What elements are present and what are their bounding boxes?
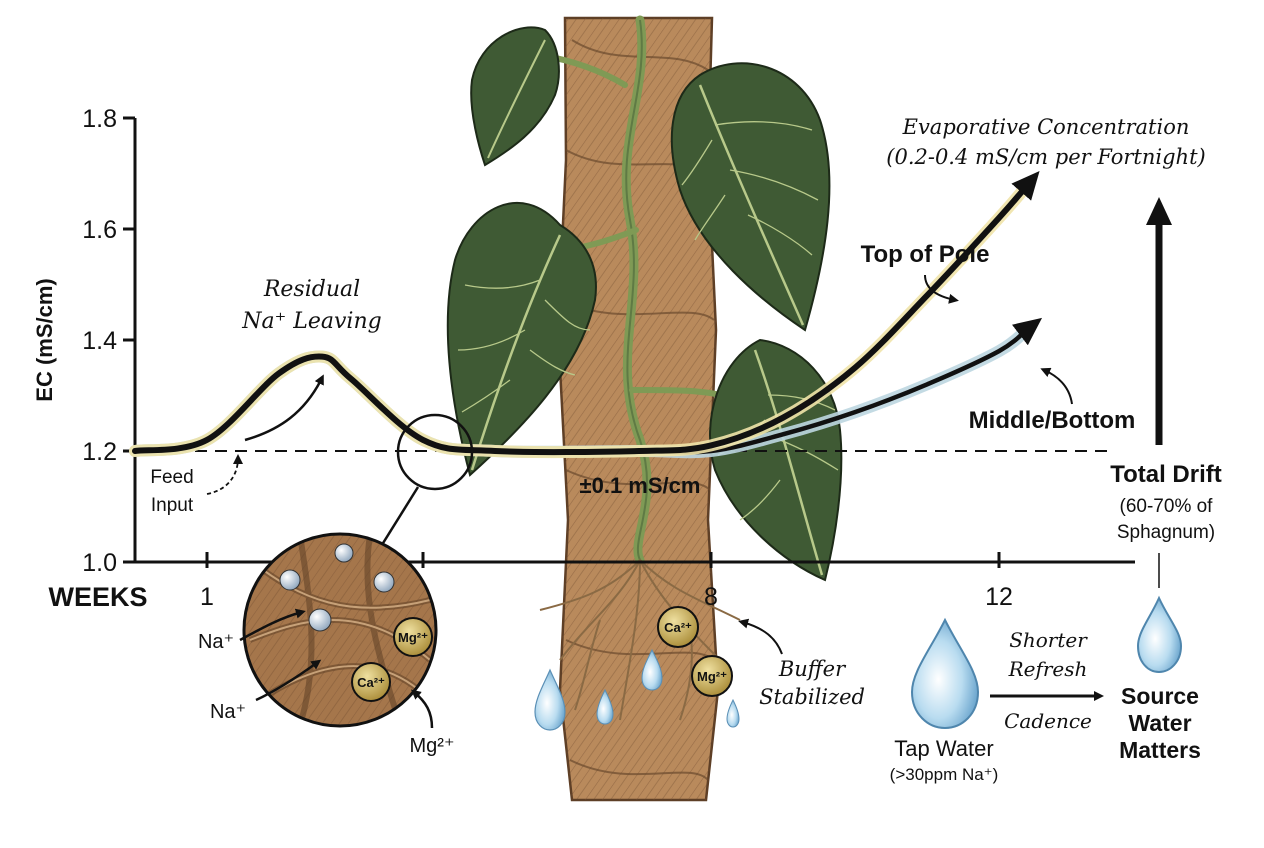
evap-label-line1: Evaporative Concentration	[902, 115, 1190, 139]
mag-ion-mg-label: Mg²⁺	[398, 630, 428, 645]
moss-pole	[556, 16, 720, 802]
source-label-line1: Source	[1121, 683, 1199, 709]
source-water-drop-icon	[1136, 595, 1183, 674]
buffer-label-line2: Stabilized	[759, 685, 865, 709]
refresh-label-line3: Cadence	[1004, 709, 1092, 733]
root-droplets	[534, 648, 740, 731]
leaf-mid-left	[446, 201, 597, 477]
source-label-line3: Matters	[1119, 737, 1201, 763]
total-drift-sub2: Sphagnum)	[1117, 522, 1215, 543]
feed-label-line1: Feed	[150, 467, 193, 488]
buffer-arrow	[738, 618, 783, 655]
tolerance-label: ±0.1 mS/cm	[580, 473, 701, 498]
residual-label-line2: Na⁺ Leaving	[241, 309, 381, 334]
refresh-label-line2: Refresh	[1008, 657, 1088, 681]
na-label-1: Na⁺	[198, 631, 234, 653]
magnifier-focus-ring	[396, 413, 474, 491]
x-axis-label: WEEKS	[48, 582, 147, 612]
x-tick-label: 1	[200, 583, 214, 611]
evap-label-line2: (0.2-0.4 mS/cm per Fortnight)	[886, 145, 1205, 169]
y-tick-label: 1.4	[82, 327, 117, 355]
middle-bottom-arrow	[1040, 367, 1073, 405]
y-tick-label: 1.8	[82, 105, 117, 133]
x-tick-label: 8	[704, 583, 718, 611]
root-ion-ca: Ca²⁺	[657, 606, 699, 648]
y-tick-label: 1.6	[82, 216, 117, 244]
total-drift-label: Total Drift	[1110, 461, 1222, 488]
y-axis-label: EC (mS/cm)	[32, 278, 57, 401]
y-ticks: 1.0 1.2 1.4 1.6 1.8	[82, 105, 135, 577]
tap-water-label: Tap Water	[894, 736, 993, 761]
top-of-pole-arrow	[924, 274, 959, 304]
feed-label-line2: Input	[151, 495, 194, 516]
tap-water-sub: (>30ppm Na⁺)	[890, 765, 999, 784]
mg-label: Mg²⁺	[410, 735, 455, 757]
buffer-label-line1: Buffer	[778, 657, 847, 681]
leaf-top-left	[470, 26, 560, 167]
y-tick-label: 1.2	[82, 438, 117, 466]
na-label-2: Na⁺	[210, 701, 246, 723]
na-arrow-1	[239, 608, 306, 642]
mg-arrow	[410, 689, 434, 729]
x-tick-label: 12	[985, 583, 1013, 611]
total-drift-sub1: (60-70% of	[1120, 496, 1214, 517]
root-ion-ca-label: Ca²⁺	[664, 620, 692, 635]
refresh-label-line1: Shorter	[1009, 628, 1088, 652]
y-tick-label: 1.0	[82, 549, 117, 577]
leaf-bottom-right	[709, 338, 843, 582]
top-of-pole-label: Top of Pole	[861, 241, 990, 268]
na-arrow-2	[255, 659, 322, 702]
magnifier-sphagnum-detail: Mg²⁺ Ca²⁺	[242, 532, 438, 728]
series-line-top-of-pole	[132, 170, 1040, 456]
residual-label-line1: Residual	[263, 277, 360, 302]
feed-arrow	[206, 454, 243, 495]
leaf-top-right	[670, 62, 831, 332]
series-layer	[129, 170, 1043, 459]
root-ion-mg: Mg²⁺	[691, 655, 733, 697]
source-label-line2: Water	[1128, 710, 1191, 736]
middle-bottom-label: Middle/Bottom	[969, 407, 1136, 434]
tap-water-drop-icon	[910, 617, 980, 730]
mag-ion-ca-label: Ca²⁺	[357, 675, 385, 690]
magnifier-connector	[378, 486, 420, 549]
residual-arrow	[244, 374, 324, 442]
root-ion-mg-label: Mg²⁺	[697, 669, 727, 684]
